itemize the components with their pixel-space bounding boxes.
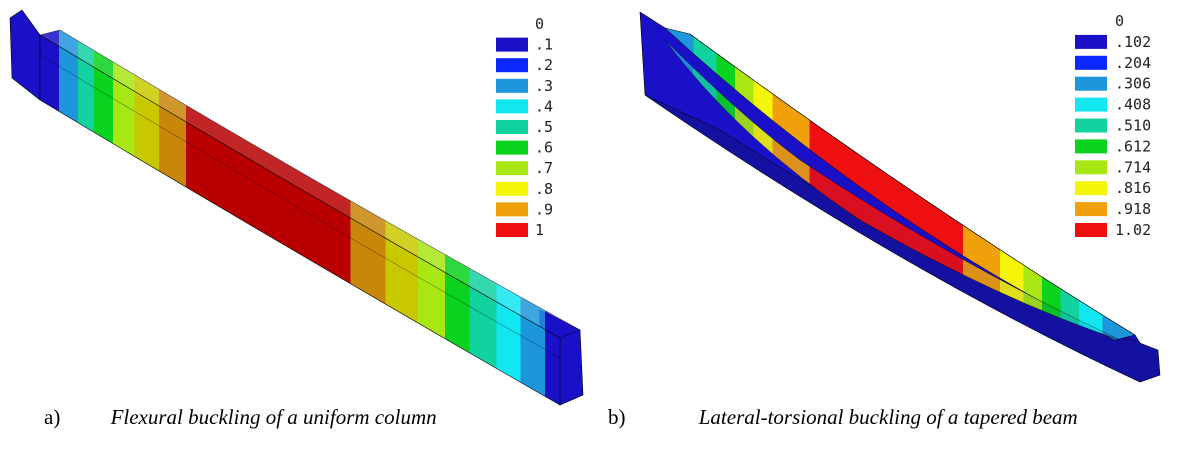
left-end-plate [9, 9, 41, 101]
legend-label: .306 [1115, 75, 1151, 93]
column-web [39, 34, 561, 406]
legend-label: .6 [535, 139, 553, 157]
legend-swatch [496, 140, 528, 155]
caption-b-letter: b) [608, 405, 626, 429]
legend-swatch [1075, 118, 1107, 133]
legend-label: .102 [1115, 33, 1151, 51]
legend-b: 0 .102 .204 .306 .408 .510 .612 .714 .816 .918 1.0… [1075, 12, 1151, 239]
legend-swatch [1075, 181, 1107, 196]
legend-label: 0 [535, 15, 544, 33]
legend-label: .612 [1115, 137, 1151, 155]
beam-model [639, 11, 1161, 383]
legend-label: .4 [535, 97, 553, 115]
legend-swatch [1075, 202, 1107, 217]
beam-flange-edge [689, 33, 1136, 336]
legend-swatch [1075, 223, 1107, 237]
legend-swatch [496, 58, 528, 73]
flange-edge-line [39, 54, 561, 359]
legend-swatch [1075, 160, 1107, 175]
legend-label: .510 [1115, 117, 1151, 135]
legend-label: .8 [535, 180, 553, 198]
legend-label: .3 [535, 77, 553, 95]
beam-flange-face [664, 39, 1121, 341]
legend-label: 1.02 [1115, 221, 1151, 239]
legend-label: .714 [1115, 158, 1151, 176]
legend-label: 1 [535, 221, 544, 239]
legend-swatch [496, 120, 528, 134]
legend-swatch [496, 99, 528, 114]
legend-label: .918 [1115, 200, 1151, 218]
legend-swatch [496, 161, 528, 176]
caption-a-text: Flexural buckling of a uniform column [110, 405, 437, 429]
legend-swatch [1075, 139, 1107, 154]
legend-label: .9 [535, 200, 553, 218]
beam-top-flange [664, 27, 1136, 341]
legend-a: 0 .1 .2 .3 .4 .5 .6 .7 .8 .9 1 [496, 15, 553, 239]
legend-swatch [496, 37, 528, 52]
legend-swatch [1075, 55, 1107, 70]
legend-label: .7 [535, 159, 553, 177]
caption-a-letter: a) [44, 405, 61, 429]
legend-label: .2 [535, 56, 553, 74]
legend-label: .816 [1115, 179, 1151, 197]
legend-label: .408 [1115, 96, 1151, 114]
legend-swatch [496, 181, 528, 196]
caption-b-text: Lateral-torsional buckling of a tapered … [698, 405, 1078, 429]
legend-swatch [1075, 97, 1107, 112]
legend-label: .204 [1115, 54, 1151, 72]
caption-a: a) Flexural buckling of a uniform column [44, 405, 437, 430]
legend-swatch [496, 78, 528, 93]
legend-label: .5 [535, 118, 553, 136]
caption-b: b) Lateral-torsional buckling of a taper… [608, 405, 1078, 430]
legend-swatch [496, 223, 528, 237]
legend-label: .1 [535, 36, 553, 54]
legend-swatch [1075, 76, 1107, 91]
legend-label: 0 [1115, 12, 1124, 30]
column-model [9, 9, 584, 406]
legend-swatch [1075, 34, 1107, 49]
legend-swatch [496, 202, 528, 217]
